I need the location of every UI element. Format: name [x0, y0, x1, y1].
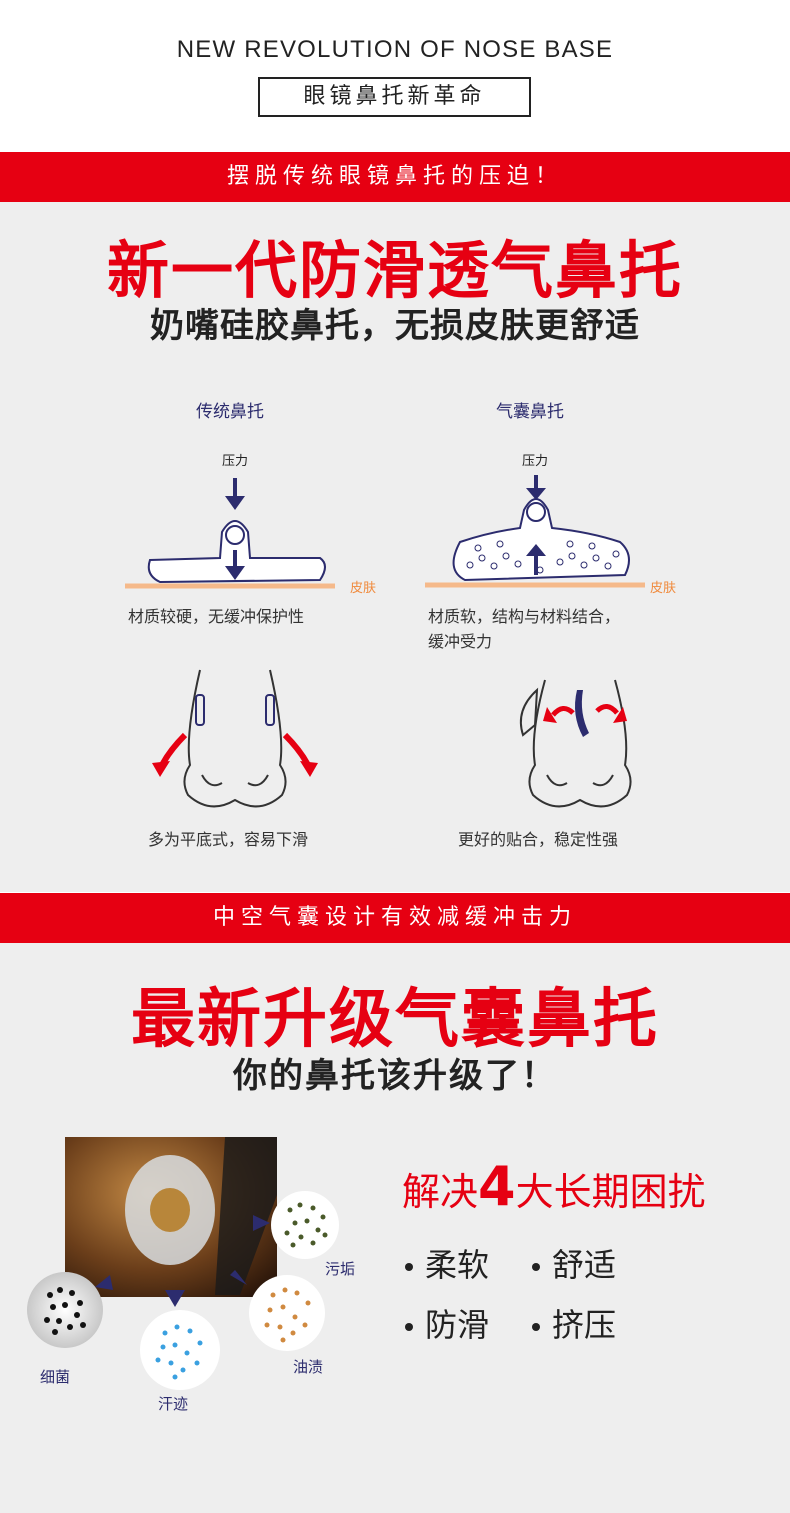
problems-title-prefix: 解决 [402, 1170, 479, 1214]
banner-2: 中空气囊设计有效减缓冲击力 [0, 893, 790, 943]
right-skin-label: 皮肤 [650, 581, 677, 596]
right-desc-line2: 缓冲受力 [428, 632, 493, 651]
right-desc-line1: 材质软，结构与材料结合， [428, 607, 621, 626]
traditional-pad-title: 传统鼻托 [196, 402, 264, 422]
bullet-item: 防滑 [405, 1300, 489, 1346]
english-title: NEW REVOLUTION OF NOSE BASE [176, 36, 614, 63]
headline-1: 新一代防滑透气鼻托 [106, 234, 683, 307]
label-dirt: 污垢 [325, 1260, 356, 1278]
airbag-pad-diagram [425, 475, 645, 588]
right-nose-caption: 更好的贴合，稳定性强 [458, 830, 619, 849]
label-sweat: 汗迹 [158, 1395, 189, 1413]
bullet-item: 柔软 [405, 1240, 489, 1286]
left-nose-caption: 多为平底式，容易下滑 [148, 830, 309, 849]
traditional-pad-diagram [125, 478, 335, 589]
problems-title-number: 4 [478, 1155, 516, 1218]
chinese-title-box: 眼镜鼻托新革命 [258, 77, 531, 117]
banner-1: 摆脱传统眼镜鼻托的压迫！ [0, 152, 790, 202]
bullet-item: 舒适 [532, 1240, 616, 1286]
bullet-item: 挤压 [532, 1300, 616, 1346]
subheadline-2: 你的鼻托该升级了！ [233, 1056, 557, 1096]
left-pressure-label: 压力 [222, 454, 249, 469]
headline-2: 最新升级气囊鼻托 [131, 983, 659, 1057]
nose-airbag-illustration [519, 679, 632, 808]
airbag-pad-title: 气囊鼻托 [496, 402, 564, 422]
label-bacteria: 细菌 [40, 1368, 71, 1386]
subheadline-1: 奶嘴硅胶鼻托，无损皮肤更舒适 [150, 306, 640, 346]
left-skin-label: 皮肤 [350, 581, 377, 596]
right-pressure-label: 压力 [522, 454, 549, 469]
problems-title-suffix: 大长期困扰 [515, 1170, 706, 1214]
label-oil: 油渍 [293, 1358, 324, 1376]
problems-title: 解决4大长期困扰 [402, 1155, 706, 1218]
left-desc: 材质较硬，无缓冲保护性 [128, 607, 305, 626]
contamination-illustration [27, 1137, 339, 1390]
nose-traditional-illustration [152, 669, 318, 808]
gray-panel-1 [0, 202, 790, 892]
